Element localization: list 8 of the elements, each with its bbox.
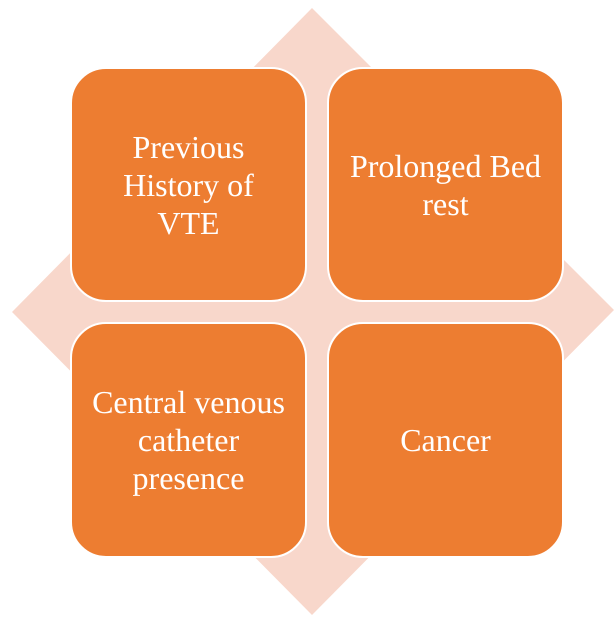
rounded-box	[327, 67, 564, 302]
rounded-box	[70, 67, 307, 302]
box-label: Cancer	[400, 421, 491, 459]
box-label: Prolonged Bed rest	[349, 146, 542, 222]
rounded-box	[327, 322, 564, 558]
box-label: Previous History of VTE	[122, 128, 255, 242]
rounded-box	[70, 322, 307, 558]
box-label: Central venous catheter presence	[92, 383, 285, 497]
